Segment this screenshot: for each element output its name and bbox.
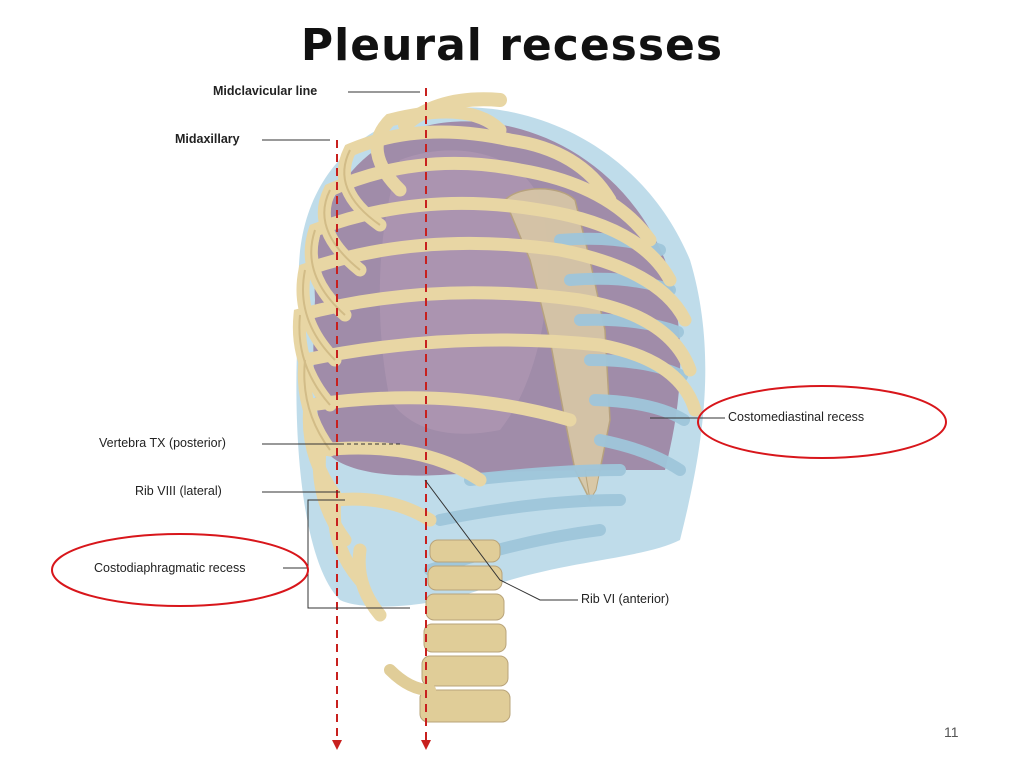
midclavicular-arrowhead (421, 740, 431, 750)
rib-shadows (298, 149, 381, 451)
costal-cartilages (424, 232, 690, 576)
guide-lines (336, 88, 427, 740)
vertebra-tx-label: Vertebra TX (posterior) (99, 436, 226, 450)
costodiaphragmatic-highlight (51, 533, 309, 607)
clavicle (398, 92, 507, 132)
costodiaphragmatic-recess-label: Costodiaphragmatic recess (94, 561, 246, 575)
rib-vi-label: Rib VI (anterior) (581, 592, 670, 606)
costomediastinal-highlight (697, 385, 947, 459)
costomediastinal-recess-label: Costomediastinal recess (728, 410, 865, 424)
midaxillary-label: Midaxillary (175, 132, 240, 146)
page-number: 11 (944, 724, 959, 740)
midclavicular-line-label: Midclavicular line (213, 84, 318, 98)
midaxillary-arrowhead (332, 740, 342, 750)
rib-viii-label: Rib VIII (lateral) (135, 484, 222, 498)
leader-lines (262, 91, 725, 609)
slide-title: Pleural recesses (300, 20, 724, 71)
